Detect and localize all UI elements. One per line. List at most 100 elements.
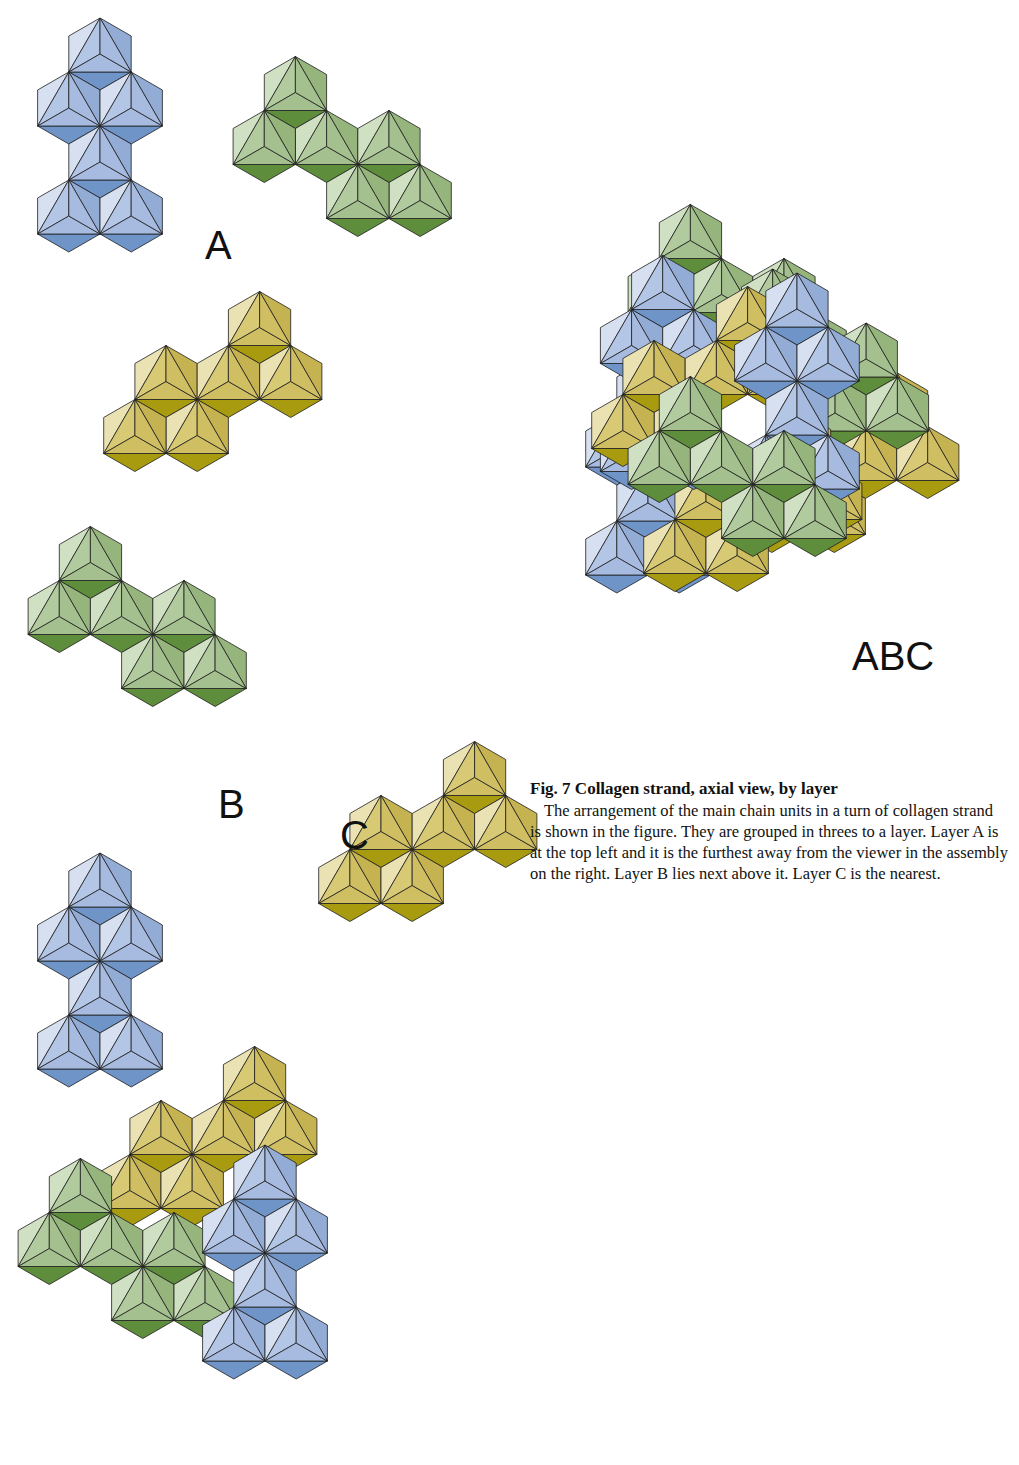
octahedron-face [100, 126, 131, 180]
octahedron-face [100, 234, 162, 252]
octahedron-face [690, 377, 721, 431]
octahedron-face [59, 581, 90, 635]
octahedron-face [784, 539, 846, 557]
octahedron-face [265, 1253, 296, 1307]
octahedron-face [234, 1307, 265, 1361]
octahedron-face [228, 346, 259, 400]
octahedron-face [131, 1015, 162, 1069]
octahedron-face [265, 1361, 327, 1379]
octahedron-face [663, 256, 694, 310]
octahedron-face [100, 1069, 162, 1087]
octahedron-face [296, 1307, 327, 1361]
octahedron-face [112, 1321, 174, 1339]
octahedron-face [797, 381, 828, 435]
octahedron-face [286, 1101, 317, 1155]
octahedron-face [722, 431, 753, 485]
octahedron-face [38, 234, 100, 252]
octahedron-face [143, 1267, 174, 1321]
chain-unit-cluster [233, 57, 451, 237]
octahedron-face [644, 574, 706, 592]
octahedron-face [166, 454, 228, 472]
octahedron-face [897, 377, 928, 431]
octahedron-face [122, 581, 153, 635]
octahedron-face [130, 1155, 161, 1209]
octahedron-face [443, 796, 474, 850]
octahedron-face [184, 581, 215, 635]
layer-letter: ABC [852, 636, 934, 676]
chain-unit-cluster [38, 18, 163, 252]
octahedron-face [28, 635, 90, 653]
octahedron-face [412, 850, 443, 904]
figure-caption: Fig. 7 Collagen strand, axial view, by l… [530, 778, 1008, 884]
octahedron-face [291, 346, 322, 400]
octahedron-face [192, 1155, 223, 1209]
octahedron-face [38, 1069, 100, 1087]
octahedron-face [135, 400, 166, 454]
octahedron-face [586, 575, 648, 593]
octahedron-face [815, 485, 846, 539]
octahedron-face [49, 1213, 80, 1267]
octahedron-face [381, 796, 412, 850]
layer-letter: A [205, 225, 232, 265]
layer-letter: B [218, 784, 245, 824]
octahedron-face [174, 1213, 205, 1267]
octahedron-face [166, 346, 197, 400]
octahedron-face [265, 1145, 296, 1199]
octahedron-face [131, 180, 162, 234]
octahedron-face [675, 520, 706, 574]
chain-unit-cluster [104, 292, 322, 472]
octahedron-face [358, 165, 389, 219]
octahedron-face [122, 689, 184, 707]
octahedron-face [797, 273, 828, 327]
octahedron-face [80, 1159, 111, 1213]
octahedron-face [784, 431, 815, 485]
chain-unit-cluster [319, 742, 537, 922]
chain-unit-cluster [710, 269, 928, 449]
octahedron-face [319, 904, 381, 922]
octahedron-face [866, 431, 928, 449]
octahedron-face [223, 1101, 254, 1155]
octahedron-face [184, 689, 246, 707]
octahedron-face [69, 1015, 100, 1069]
octahedron-face [690, 205, 721, 259]
octahedron-face [264, 111, 295, 165]
octahedron-face [18, 1267, 80, 1285]
octahedron-face [722, 539, 784, 557]
octahedron-face [197, 400, 228, 454]
chain-unit-cluster [18, 1159, 236, 1339]
octahedron-face [766, 327, 797, 381]
chain-unit-cluster [741, 373, 959, 553]
octahedron-face [295, 57, 326, 111]
octahedron-face [234, 1199, 265, 1253]
octahedron-face [327, 111, 358, 165]
figure-title: Fig. 7 Collagen strand, axial view, by l… [530, 778, 1008, 800]
octahedron-face [69, 907, 100, 961]
octahedron-face [327, 219, 389, 237]
octahedron-face [131, 72, 162, 126]
octahedron-face [928, 427, 959, 481]
octahedron-face [161, 1101, 192, 1155]
chain-unit-cluster [628, 377, 846, 557]
octahedron-face [112, 1213, 143, 1267]
octahedron-face [100, 961, 131, 1015]
chain-unit-cluster [644, 412, 862, 592]
octahedron-face [475, 850, 537, 868]
octahedron-face [828, 435, 859, 489]
octahedron-face [381, 904, 443, 922]
octahedron-face [420, 165, 451, 219]
octahedron-face [255, 1047, 286, 1101]
chain-unit-cluster [38, 853, 163, 1087]
octahedron-face [131, 907, 162, 961]
octahedron-face [90, 527, 121, 581]
octahedron-face [897, 481, 959, 499]
octahedron-face [69, 180, 100, 234]
layer-letter: C [340, 815, 369, 855]
chain-unit-cluster [99, 1047, 317, 1227]
chain-unit-cluster [28, 527, 246, 707]
octahedron-face [828, 327, 859, 381]
octahedron-face [100, 853, 131, 907]
octahedron-face [296, 1199, 327, 1253]
octahedron-face [706, 574, 768, 592]
octahedron-face [866, 323, 897, 377]
